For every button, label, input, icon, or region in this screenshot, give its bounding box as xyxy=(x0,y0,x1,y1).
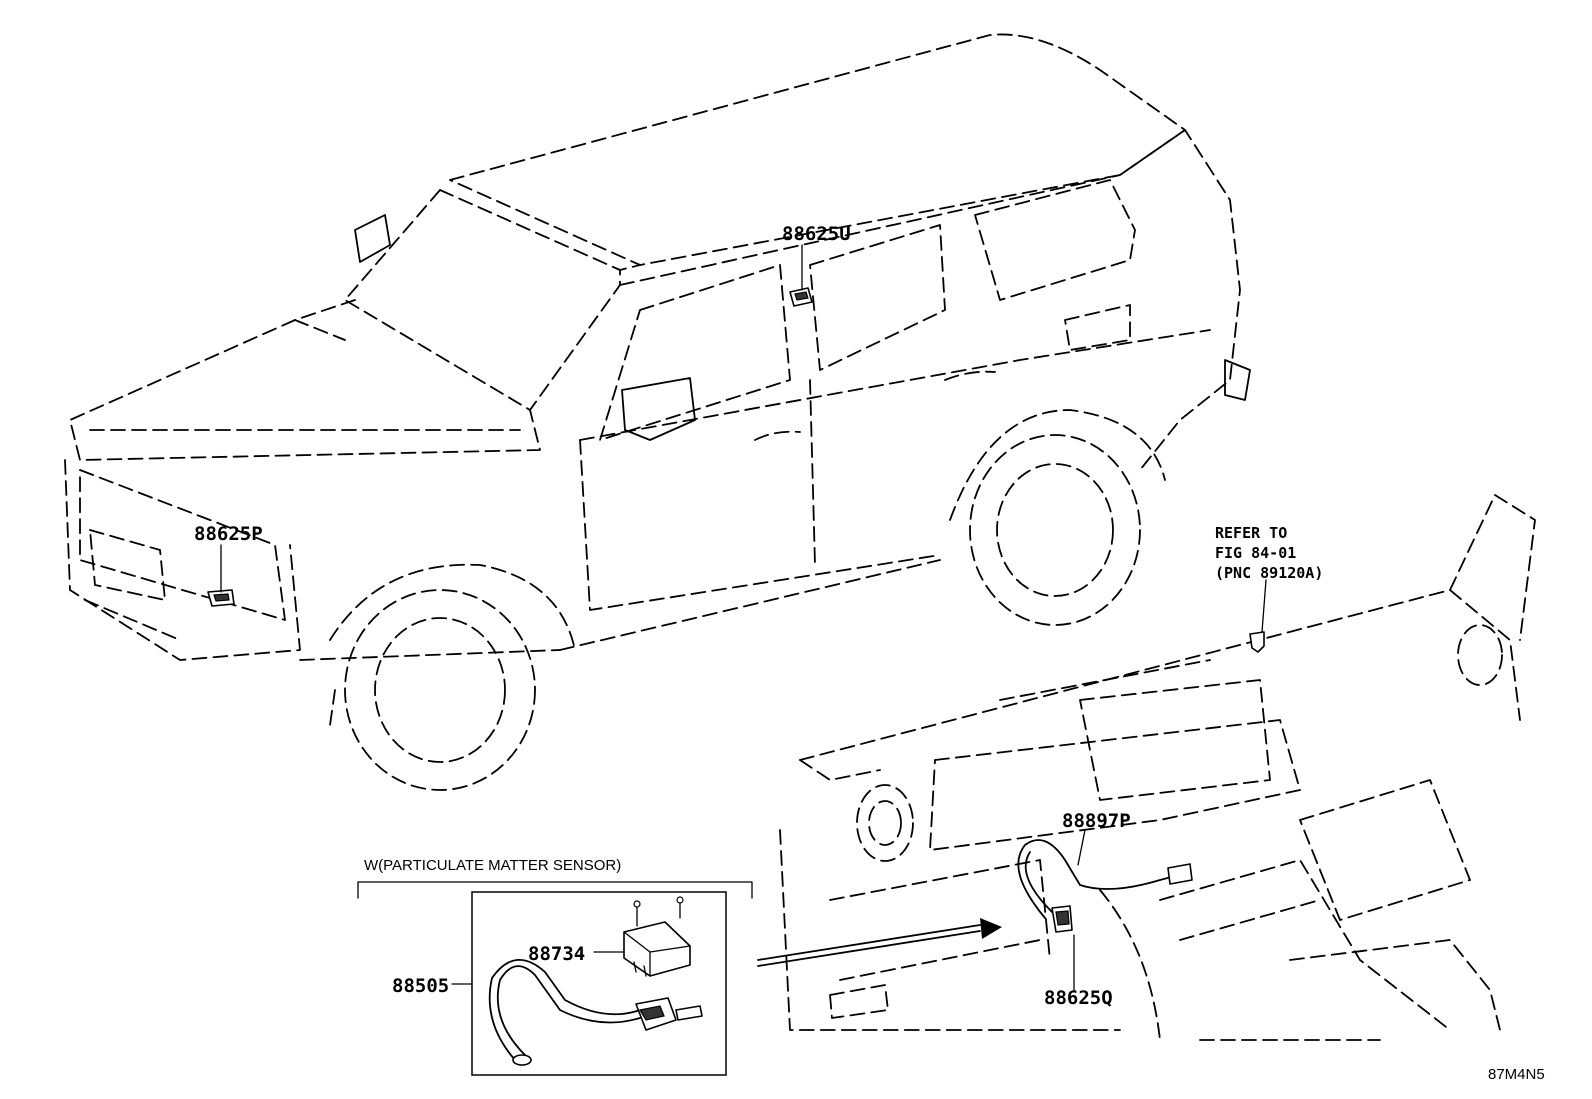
option-caption: W(PARTICULATE MATTER SENSOR) xyxy=(364,857,621,874)
callout-88625u: 88625U xyxy=(782,223,851,245)
detail-box xyxy=(471,891,727,1076)
leader-lines xyxy=(220,244,1267,991)
callout-88897p: 88897P xyxy=(1062,810,1131,832)
callout-88734: 88734 xyxy=(528,943,585,965)
sensor-88625q-icon[interactable] xyxy=(1051,905,1073,933)
hose-88505-icon[interactable] xyxy=(488,958,703,1066)
pm-sensor-88734-icon[interactable] xyxy=(623,896,691,977)
vehicle-outline xyxy=(64,33,1251,791)
connector-ref-icon[interactable] xyxy=(1249,631,1265,653)
figure-code: 87M4N5 xyxy=(1488,1066,1545,1083)
assembly-arrow xyxy=(757,918,1002,967)
callout-88625q: 88625Q xyxy=(1044,987,1113,1009)
reference-line-1: REFER TO xyxy=(1215,524,1287,542)
sensor-88625u-icon[interactable] xyxy=(789,287,813,307)
reference-line-2: FIG 84-01 xyxy=(1215,544,1296,562)
callout-88505: 88505 xyxy=(392,975,449,997)
sensor-88625p-icon[interactable] xyxy=(207,589,235,607)
option-bracket xyxy=(357,881,753,899)
hose-88897p-icon[interactable] xyxy=(1017,839,1193,919)
reference-line-3: (PNC 89120A) xyxy=(1215,564,1323,582)
dashboard-outline xyxy=(779,494,1536,1041)
callout-88625p: 88625P xyxy=(194,523,263,545)
